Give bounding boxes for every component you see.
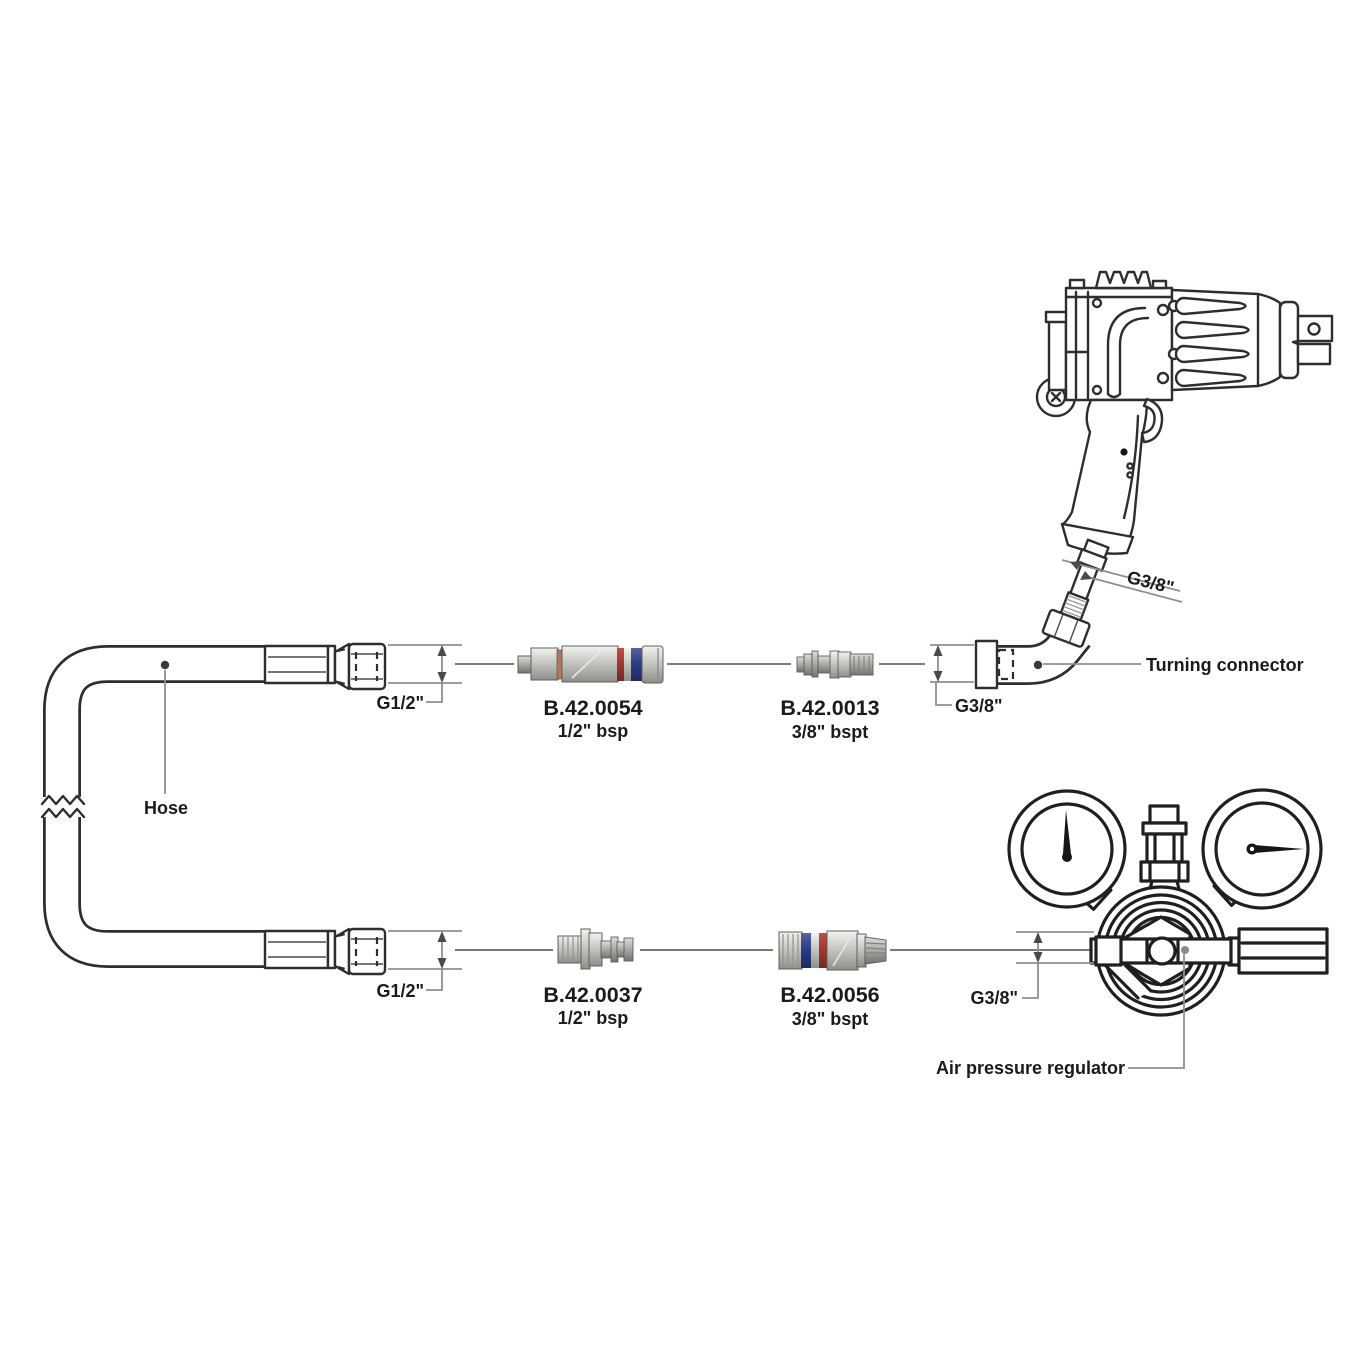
- dimension-hose-bottom: [388, 930, 462, 991]
- coupling-B42-0056: [778, 930, 887, 971]
- right-gauge-needle: [1254, 845, 1304, 853]
- regulator-body: [1089, 885, 1233, 1017]
- trigger: [1140, 397, 1164, 444]
- part-spec-B42-0054: 1/2" bsp: [558, 721, 629, 741]
- hidden-thread: [997, 648, 1015, 681]
- part-code-B42-0056: B.42.0056: [780, 983, 879, 1007]
- part-code-B42-0013: B.42.0013: [780, 696, 879, 720]
- regulator-inlet-size-label: G3/8": [970, 988, 1018, 1008]
- square-drive: [1291, 314, 1334, 366]
- regulator-leader-dot: [1181, 946, 1189, 954]
- hose-bottom-fitting: [263, 927, 387, 976]
- regulator-top-fitting: [1139, 804, 1190, 895]
- right-gauge: [1201, 788, 1323, 910]
- air-pressure-regulator-drawing: [1007, 788, 1329, 1017]
- dimension-pipe: [1061, 559, 1183, 603]
- left-gauge-needle: [1063, 810, 1071, 854]
- impact-wrench-tool: [1035, 270, 1334, 555]
- part-spec-B42-0013: 3/8" bspt: [792, 722, 869, 742]
- plug-B42-0013: [796, 650, 874, 679]
- leader-lines: [160, 660, 1185, 1069]
- dimension-hose-top: [388, 644, 462, 703]
- air-pressure-regulator-label: Air pressure regulator: [936, 1058, 1125, 1078]
- handle: [1060, 397, 1164, 555]
- dimension-regulator-inlet: [1016, 931, 1094, 999]
- regulator-outlet: [1227, 927, 1329, 975]
- part-spec-B42-0056: 3/8" bspt: [792, 1009, 869, 1029]
- hose-top-fitting: [263, 642, 387, 691]
- clutch-housing: [1170, 288, 1282, 392]
- elbow-leader-dot: [1033, 660, 1043, 670]
- left-gauge: [1007, 789, 1127, 909]
- elbow-size-label: G3/8": [955, 696, 1003, 716]
- coupling-B42-0054: [517, 645, 664, 684]
- dimension-elbow: [930, 644, 974, 706]
- part-code-B42-0054: B.42.0054: [543, 696, 642, 720]
- plug-B42-0037: [557, 928, 634, 970]
- part-spec-B42-0037: 1/2" bsp: [558, 1008, 629, 1028]
- hose-leader-dot: [160, 660, 170, 670]
- hose-bottom-size-label: G1/2": [376, 981, 424, 1001]
- connection-lines: [455, 662, 1124, 952]
- hose-label: Hose: [144, 798, 188, 818]
- part-code-B42-0037: B.42.0037: [543, 983, 642, 1007]
- turning-connector-label: Turning connector: [1146, 655, 1304, 675]
- inlet-pipe: [1041, 538, 1110, 648]
- hose-top-size-label: G1/2": [376, 693, 424, 713]
- turning-connector-drawing: [974, 621, 1091, 690]
- hose-drawing: [40, 642, 387, 976]
